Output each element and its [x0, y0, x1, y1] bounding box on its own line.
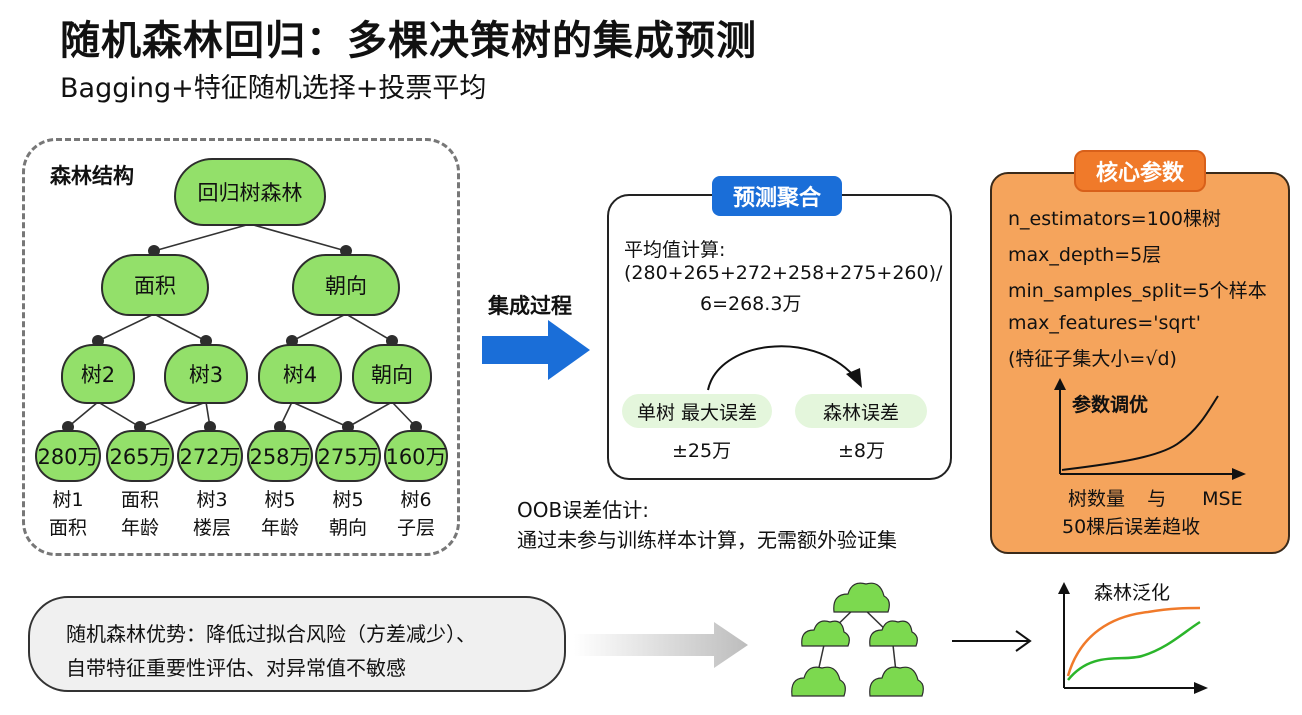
tuning-title: 参数调优: [1072, 394, 1149, 416]
forest-node-tree4: 树4: [258, 344, 342, 404]
leaf-caption: 树3 楼层: [192, 489, 231, 539]
forest-root-node: 回归树森林: [174, 158, 326, 226]
ensemble-process-label: 集成过程: [488, 294, 572, 318]
error-reduction-arrow-icon: [707, 345, 862, 391]
core-params-panel: [990, 172, 1290, 554]
leaf-caption: 树6 子层: [396, 489, 435, 539]
param-max-depth: max_depth=5层: [1008, 244, 1162, 266]
forest-error-value: ±8万: [838, 440, 886, 462]
single-tree-error-label: 单树 最大误差: [622, 394, 772, 428]
prediction-formula-line: (280+265+272+258+275+260)/: [624, 262, 943, 284]
leaf-value: 258万: [247, 430, 313, 482]
leaf-value: 280万: [35, 430, 101, 482]
gradient-arrow-icon: [574, 622, 748, 668]
forest-error-label: 森林误差: [795, 394, 927, 428]
forest-node-area: 面积: [101, 254, 209, 316]
prediction-aggregation-tag: 预测聚合: [712, 176, 842, 216]
tuning-curve-chart: [1054, 378, 1246, 480]
forest-node-orientation: 朝向: [292, 254, 400, 316]
generalization-curve-green: [1067, 620, 1201, 681]
leaf-value: 275万: [315, 430, 381, 482]
prediction-aggregation-panel: [607, 194, 952, 480]
tuning-note: 50棵后误差趋收: [1062, 516, 1201, 538]
forest-tree-icon: [791, 582, 924, 697]
oob-description: 通过未参与训练样本计算，无需额外验证集: [517, 528, 897, 552]
advantages-line: 随机森林优势：降低过拟合风险（方差减少）、: [66, 622, 476, 646]
page-title: 随机森林回归：多棵决策树的集成预测: [60, 18, 757, 64]
prediction-formula-line: 平均值计算:: [624, 239, 726, 261]
forest-node-tree3: 树3: [164, 344, 248, 404]
leaf-value: 272万: [177, 430, 243, 482]
param-feature-subset: (特征子集大小=√d): [1008, 348, 1177, 370]
generalization-curve-orange: [1066, 606, 1201, 677]
prediction-formula-result: 6=268.3万: [700, 293, 802, 315]
core-params-tag: 核心参数: [1074, 150, 1206, 192]
oob-title: OOB误差估计:: [517, 498, 649, 522]
forest-node-tree2: 树2: [61, 344, 135, 404]
single-tree-error-value: ±25万: [672, 440, 732, 462]
result-arrow-icon: [952, 630, 1032, 652]
param-min-samples-split: min_samples_split=5个样本: [1008, 280, 1267, 302]
forest-tree-edges: [62, 223, 422, 433]
leaf-value: 160万: [384, 430, 448, 482]
leaf-caption: 树5 朝向: [328, 489, 367, 539]
advantages-panel: [28, 596, 566, 692]
leaf-caption: 树1 面积: [48, 489, 87, 539]
ensemble-arrow-icon: [482, 320, 590, 380]
leaf-caption: 面积 年龄: [120, 489, 159, 539]
leaf-caption: 树5 年龄: [260, 489, 299, 539]
generalization-chart: [1058, 582, 1208, 694]
forest-node-orientation-2: 朝向: [352, 344, 432, 404]
leaf-value: 265万: [106, 430, 174, 482]
param-max-features: max_features='sqrt': [1008, 312, 1201, 334]
param-n-estimators: n_estimators=100棵树: [1008, 208, 1221, 230]
tuning-x-caption: 树数量 与 MSE: [1068, 488, 1243, 510]
forest-structure-panel: [22, 138, 460, 556]
page-subtitle: Bagging+特征随机选择+投票平均: [60, 73, 487, 104]
advantages-line: 自带特征重要性评估、对异常值不敏感: [66, 656, 406, 680]
generalization-title: 森林泛化: [1094, 582, 1171, 604]
forest-structure-label: 森林结构: [50, 164, 134, 188]
